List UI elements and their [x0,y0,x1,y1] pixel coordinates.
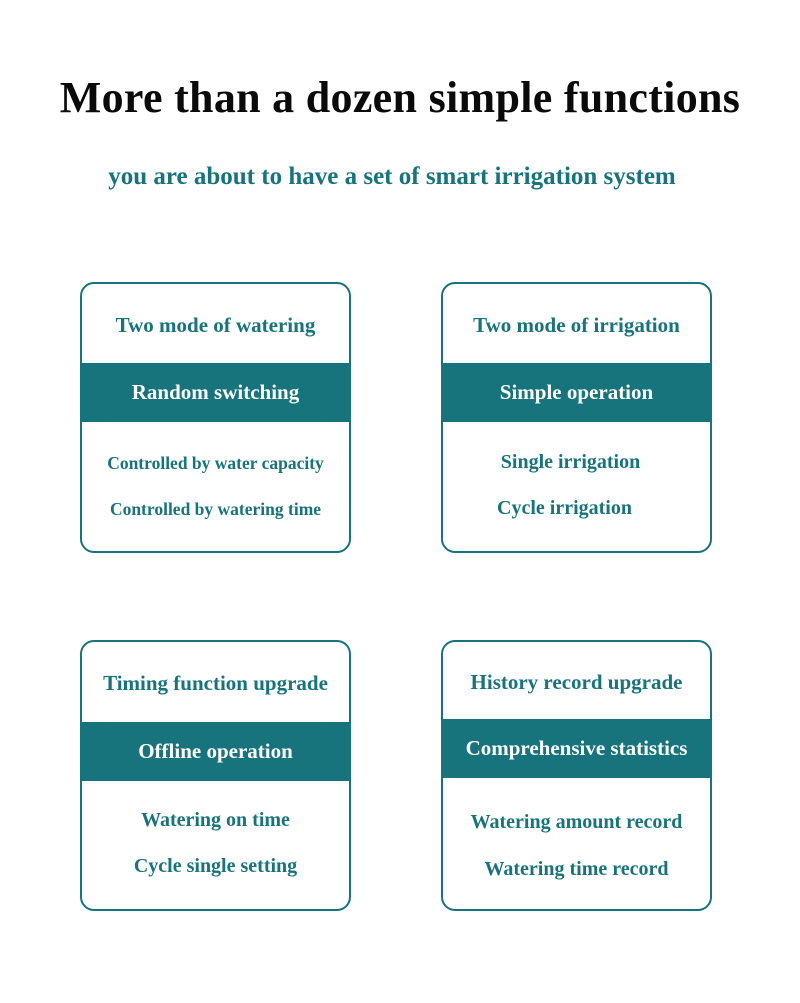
card-highlight-band: Random switching [82,363,349,422]
card-feature-item: Controlled by watering time [109,499,322,519]
card-heading: Two mode of watering [115,313,316,337]
card-feature-item: Watering amount record [470,811,683,833]
card-highlight-band: Offline operation [82,722,349,781]
feature-card-watering-mode: Two mode of watering Random switching Co… [80,282,351,553]
card-feature-item: Watering on time [141,809,290,831]
card-feature-item: Single irrigation [500,451,641,473]
card-highlight-band: Simple operation [443,363,710,422]
page-subtitle: you are about to have a set of smart irr… [108,163,676,190]
card-highlight-band: Comprehensive statistics [443,719,710,778]
card-heading: History record upgrade [470,670,683,694]
card-feature-item: Cycle single setting [133,855,298,877]
feature-card-irrigation-mode: Two mode of irrigation Simple operation … [441,282,712,553]
feature-card-history-record: History record upgrade Comprehensive sta… [441,640,712,911]
card-heading: Timing function upgrade [103,671,328,695]
page-title: More than a dozen simple functions [59,73,741,122]
card-feature-item: Watering time record [484,858,669,880]
card-heading: Two mode of irrigation [473,313,680,337]
card-feature-item: Controlled by water capacity [107,453,324,473]
card-feature-item: Cycle irrigation [497,497,632,519]
feature-card-timing-function: Timing function upgrade Offline operatio… [80,640,351,911]
